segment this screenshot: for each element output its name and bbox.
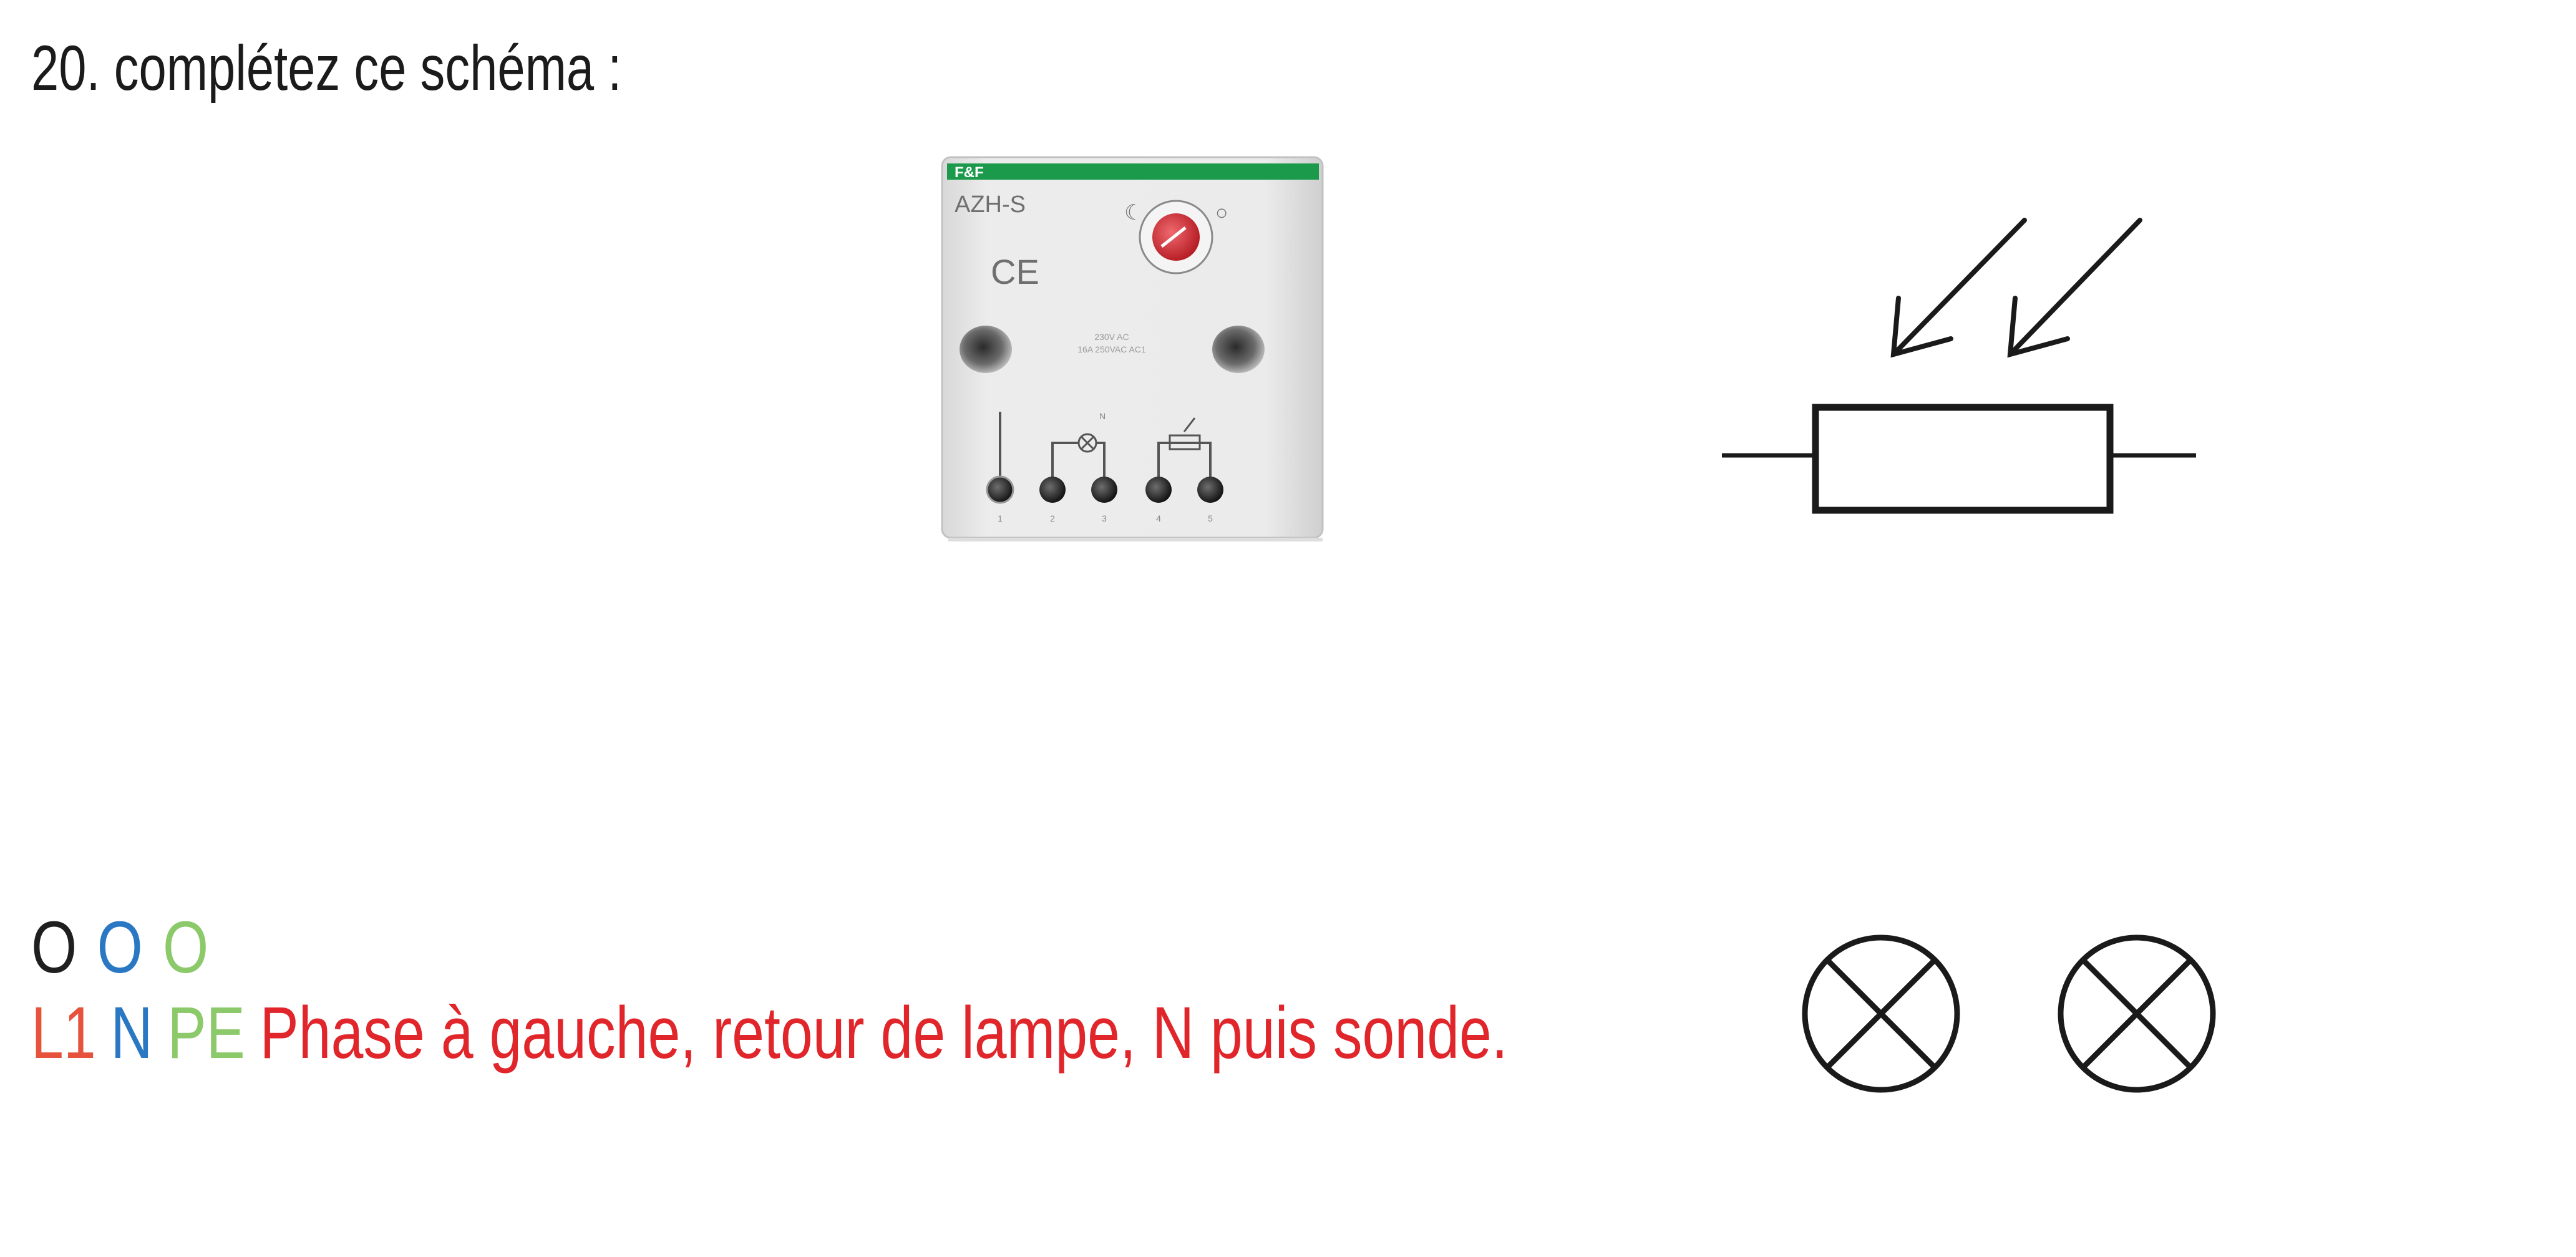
lamp-1-circle — [1802, 934, 1960, 1093]
light-arrow-left-icon — [1890, 218, 2027, 358]
device-model-label: AZH-S — [955, 192, 1026, 218]
terminal-label-4: 4 — [1156, 513, 1161, 523]
device-ldr-arrow — [1183, 417, 1196, 432]
mounting-hole-left — [960, 326, 1012, 373]
dial-pointer — [1160, 226, 1187, 248]
device-logo: F&F — [955, 164, 984, 181]
terminal-block — [986, 475, 1223, 504]
terminal-label-1: 1 — [998, 513, 1003, 523]
device-ldr-icon — [1169, 434, 1201, 450]
device-shadow — [948, 538, 1323, 541]
terminal-screw-2 — [1039, 477, 1066, 503]
device-spec-line-1: 230V AC — [1094, 332, 1129, 342]
lamp-2-circle — [2058, 934, 2216, 1093]
device-lamp-cross-b — [1080, 435, 1095, 450]
device-spec-line-2: 16A 250VAC AC1 — [1077, 344, 1146, 354]
ldr-body — [1812, 404, 2114, 514]
wiring-note: Phase à gauche, retour de lampe, N puis … — [260, 992, 1508, 1074]
black-conductor-circle: O — [31, 906, 77, 989]
probe-lead — [1157, 442, 1212, 480]
terminal-screw-1 — [986, 475, 1014, 504]
phase-label: L1 — [31, 992, 96, 1074]
light-arrow-right-icon — [2007, 218, 2142, 358]
dial-day-icon: ○ — [1215, 201, 1228, 225]
neutral-lead — [1096, 442, 1106, 480]
lamp-symbol-1 — [1802, 934, 1960, 1093]
blue-conductor-circle: O — [97, 906, 143, 989]
terminal-label-5: 5 — [1208, 513, 1213, 523]
lamp-output-lead — [1051, 442, 1079, 480]
terminal-screw-3 — [1091, 477, 1117, 503]
earth-label: PE — [167, 992, 245, 1074]
twilight-switch-device: F&F AZH-S CE ☾ ○ 230V AC 16A 250VAC AC1 … — [941, 156, 1324, 541]
ldr-symbol — [1722, 218, 2196, 514]
lamp-1-cross-b — [1825, 958, 1937, 1070]
neutral-label: N — [110, 992, 153, 1074]
neutral-mark: N — [1099, 411, 1106, 421]
lamp-symbol-2 — [2058, 934, 2216, 1093]
terminal-label-2: 2 — [1050, 513, 1055, 523]
dial-night-icon: ☾ — [1124, 201, 1143, 225]
green-conductor-circle: O — [162, 906, 209, 989]
lamp-2-cross-b — [2081, 958, 2193, 1070]
exercise-title: 20. complétez ce schéma : — [31, 32, 622, 104]
terminal-screw-4 — [1145, 477, 1172, 503]
ce-mark: CE — [991, 252, 1039, 291]
terminal-screw-5 — [1197, 477, 1223, 503]
device-brand-stripe — [947, 163, 1319, 180]
mounting-hole-right — [1212, 326, 1265, 373]
terminal-label-3: 3 — [1102, 513, 1107, 523]
